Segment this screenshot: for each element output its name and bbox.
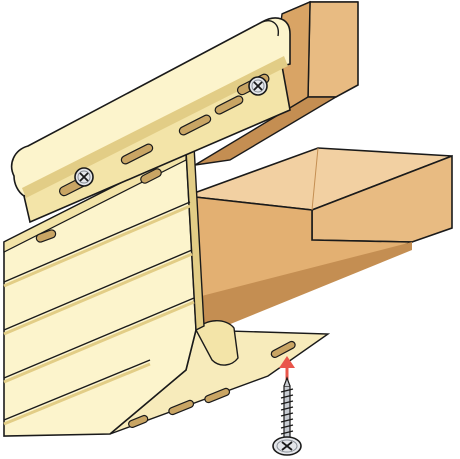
upper-trim-lip: [10, 17, 291, 197]
loose-screw: [272, 376, 302, 456]
bottom-j-return: [195, 320, 239, 366]
siding-lap-line: [3, 362, 151, 426]
panel-slot: [35, 229, 57, 243]
upper-trim-lip-shade: [22, 56, 288, 198]
siding-lap-line: [3, 297, 195, 379]
siding-panel: [3, 144, 205, 437]
screw-shank: [283, 385, 291, 439]
siding-lap-line: [3, 204, 191, 288]
upper-board-underside: [194, 96, 339, 166]
lower-board-shadow: [186, 242, 412, 338]
flange-slot: [128, 414, 149, 428]
bottom-flange: [109, 320, 331, 435]
trim-slot: [120, 143, 154, 165]
siding-lap-line: [3, 300, 195, 384]
trim-slot: [178, 114, 212, 136]
siding-lap-line: [3, 359, 151, 421]
phillips-screw-icon: [248, 76, 268, 96]
lower-lumber-board: [185, 147, 453, 338]
phillips-screw-icon: [74, 167, 94, 187]
trim-slot: [214, 95, 244, 115]
phillips-screw-icon: [272, 436, 302, 456]
siding-lap-line: [3, 201, 191, 283]
flange-slot: [168, 399, 195, 416]
screw-threads: [280, 388, 294, 435]
flange-slot: [204, 387, 231, 404]
siding-lap-line: [3, 252, 193, 336]
trim-slot: [140, 168, 162, 184]
upper-board-end: [307, 1, 359, 98]
siding-lap-line: [3, 249, 193, 331]
flange-slot: [270, 340, 296, 359]
